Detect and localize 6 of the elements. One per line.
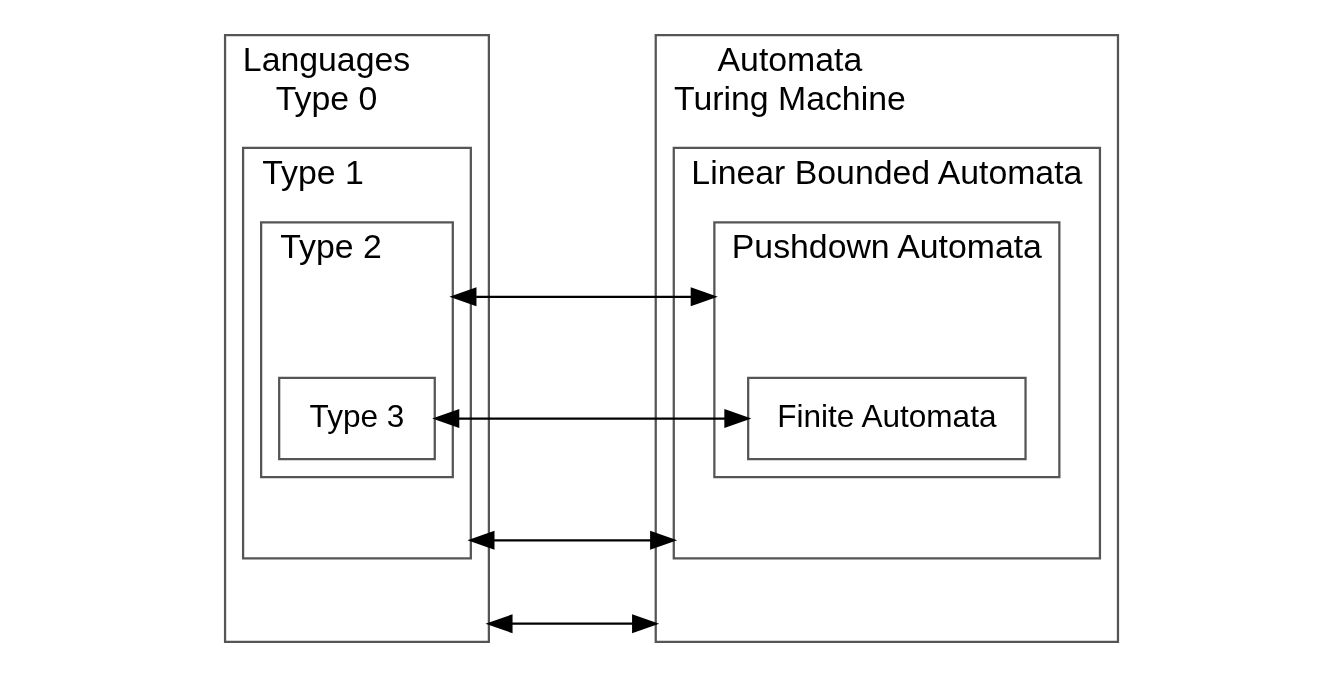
node-box: Finite Automata [747,376,1027,461]
arrow [432,409,752,429]
arrow [449,287,718,307]
node-box: Type 3 [278,376,436,461]
arrow [467,530,678,550]
arrow [485,614,660,634]
